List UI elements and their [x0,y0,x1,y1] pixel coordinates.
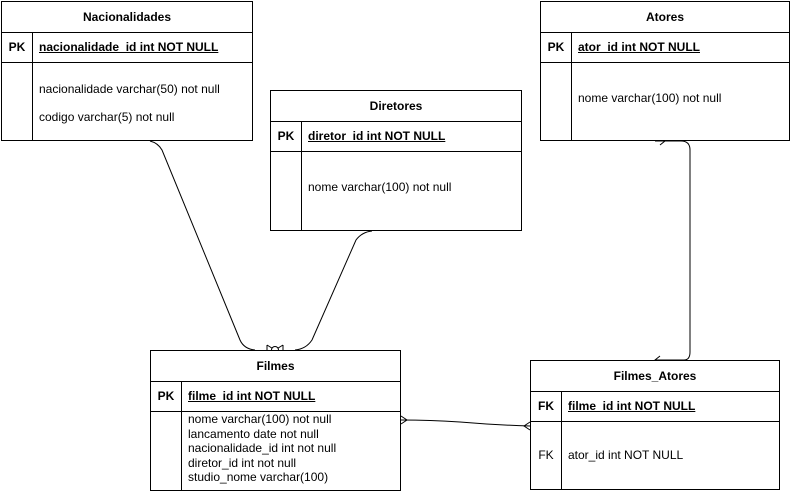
entity-title: Filmes [151,351,400,382]
pk-row: PK ator_id int NOT NULL [541,32,789,63]
attribute-list: ator_id int NOT NULL [568,448,683,462]
pk-field-cell: ator_id int NOT NULL [571,32,789,62]
attribute-nacionalidade: nacionalidade varchar(50) not null [39,82,220,96]
attribute-list: nome varchar(100) not null lancamento da… [188,412,336,485]
attributes-row: FK ator_id int NOT NULL [531,421,779,489]
attribute-list: nome varchar(100) not null [578,91,721,105]
entity-diretores[interactable]: Diretores PK diretor_id int NOT NULL nom… [270,90,522,231]
attributes-row: nome varchar(100) not null lancamento da… [151,411,400,490]
entity-title: Diretores [271,91,521,122]
attribute-lancamento: lancamento date not null [188,426,319,441]
attr-key-label [2,62,33,140]
entity-nacionalidades[interactable]: Nacionalidades PK nacionalidade_id int N… [1,1,253,141]
pk-row: PK diretor_id int NOT NULL [271,121,521,152]
attribute-studio-nome: studio_nome varchar(100) [188,470,329,484]
pk-field: nacionalidade_id int NOT NULL [39,40,219,54]
entity-filmes-atores[interactable]: Filmes_Atores FK filme_id int NOT NULL F… [530,360,780,490]
crows-foot-many-marker-filmes [400,415,408,425]
pk-field: ator_id int NOT NULL [578,40,700,54]
attr-key-label [271,151,302,230]
attributes-cell: ator_id int NOT NULL [561,421,779,489]
attribute-nome: nome varchar(100) not null [308,180,452,194]
pk-field: filme_id int NOT NULL [188,389,316,403]
attributes-row: nome varchar(100) not null [271,151,521,230]
attributes-cell: nacionalidade varchar(50) not null codig… [32,62,252,140]
pk-field: diretor_id int NOT NULL [308,129,446,143]
pk-row: PK filme_id int NOT NULL [151,381,400,412]
attr-key-label [541,62,572,140]
attribute-codigo: codigo varchar(5) not null [39,110,175,124]
pk-row: PK nacionalidade_id int NOT NULL [2,32,252,63]
attribute-list: nome varchar(100) not null [308,180,451,194]
pk-label: PK [151,381,182,411]
attributes-cell: nome varchar(100) not null [301,151,521,230]
entity-atores[interactable]: Atores PK ator_id int NOT NULL nome varc… [540,1,790,141]
attribute-nome: nome varchar(100) not null [578,91,722,105]
attr-key-label [151,411,182,490]
crows-foot-many-marker-filmesatores [523,421,531,431]
attribute-nome: nome varchar(100) not null [188,412,332,426]
attributes-cell: nome varchar(100) not null [571,62,789,140]
fk-row: FK filme_id int NOT NULL [531,391,779,422]
pk-label: PK [541,32,572,62]
fk-field: filme_id int NOT NULL [568,399,696,413]
attribute-nacionalidade-id: nacionalidade_id int not null [188,441,337,455]
fk-label: FK [531,391,562,421]
pk-field-cell: diretor_id int NOT NULL [301,121,521,151]
relationship-diretores-filmes [294,230,373,351]
relationship-nacionalidades-filmes [149,140,256,351]
entity-title: Nacionalidades [2,2,252,33]
attributes-cell: nome varchar(100) not null lancamento da… [181,411,400,490]
entity-title: Atores [541,2,789,33]
attributes-row: nome varchar(100) not null [541,62,789,140]
pk-field-cell: filme_id int NOT NULL [181,381,400,411]
fk-field-cell: filme_id int NOT NULL [561,391,779,421]
pk-label: PK [2,32,33,62]
attr-key-label: FK [531,421,562,489]
relationship-filmesatores-atores [655,140,691,361]
entity-title: Filmes_Atores [531,361,779,392]
attribute-list: nacionalidade varchar(50) not null codig… [39,82,220,124]
attributes-row: nacionalidade varchar(50) not null codig… [2,62,252,140]
entity-filmes[interactable]: Filmes PK filme_id int NOT NULL nome var… [150,350,401,491]
attribute-diretor-id: diretor_id int not null [188,455,297,470]
attribute-ator-id: ator_id int NOT NULL [568,448,684,462]
relationship-filmes-filmesatores [400,419,531,427]
pk-label: PK [271,121,302,151]
pk-field-cell: nacionalidade_id int NOT NULL [32,32,252,62]
